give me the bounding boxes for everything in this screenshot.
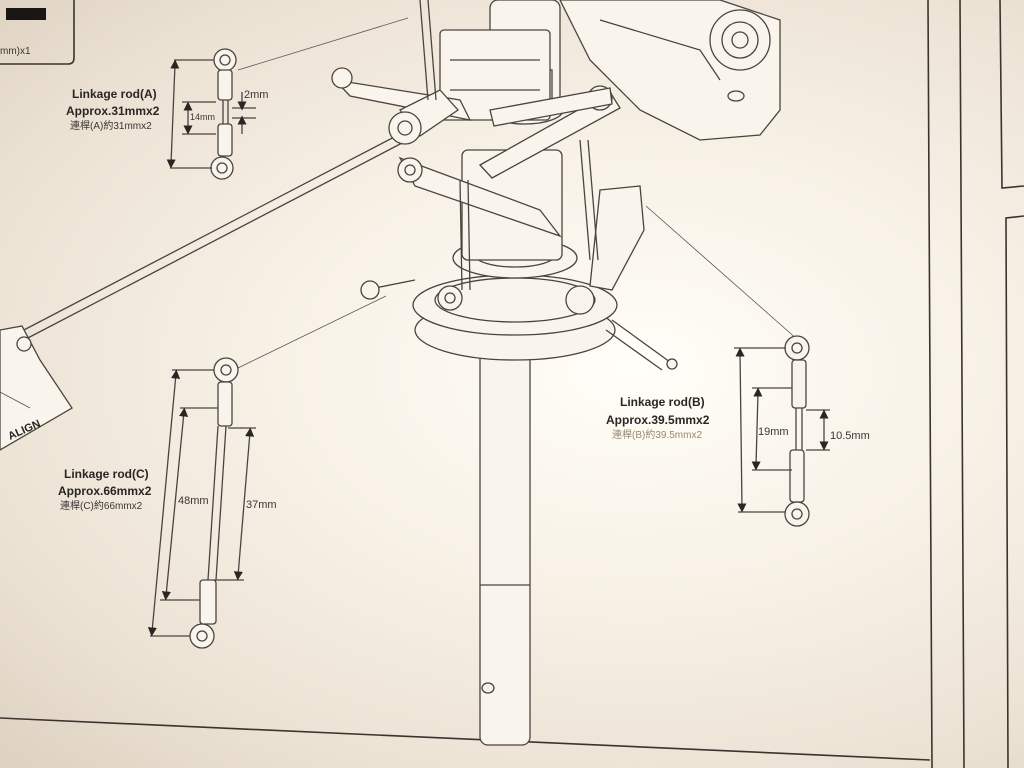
rod-a-title: Linkage rod(A) <box>72 87 157 101</box>
leader-lines <box>237 17 799 369</box>
rod-c-title: Linkage rod(C) <box>64 467 149 481</box>
parts-box: mm)x1 <box>0 0 75 65</box>
rod-b-dimensions: 19mm 10.5mm <box>734 347 870 513</box>
rod-c-length: Approx.66mmx2 <box>58 484 152 498</box>
rod-c-outer-dim: 48mm <box>178 495 209 507</box>
rod-a-part <box>210 48 237 180</box>
rod-b-title: Linkage rod(B) <box>620 395 705 409</box>
rod-c-dimensions: 48mm 37mm <box>147 369 277 637</box>
linkage-rod-a: 14mm 2mm Linkage rod(A) Approx.31mmx2 連桿… <box>66 48 268 180</box>
linkage-rod-c: 48mm 37mm Linkage rod(C) Approx.66mmx2 連… <box>58 357 277 649</box>
rod-a-offset-dim: 2mm <box>244 89 268 101</box>
parts-box-text: mm)x1 <box>0 46 31 57</box>
rod-b-chinese: 連桿(B)約39.5mmx2 <box>612 428 702 441</box>
linkage-rod-b: 19mm 10.5mm Linkage rod(B) Approx.39.5mm… <box>606 335 870 527</box>
rod-a-chinese: 連桿(A)約31mmx2 <box>70 119 152 132</box>
rod-b-offset-dim: 10.5mm <box>830 430 870 442</box>
rod-a-dimensions: 14mm 2mm <box>166 59 268 169</box>
rod-b-length: Approx.39.5mmx2 <box>606 413 710 427</box>
rod-a-length: Approx.31mmx2 <box>66 104 160 118</box>
rotor-head-assembly <box>0 0 781 746</box>
rod-c-chinese: 連桿(C)約66mmx2 <box>60 499 143 512</box>
rod-a-inner-dim: 14mm <box>190 112 215 122</box>
rod-c-inner-dim: 37mm <box>246 499 277 511</box>
rod-b-part <box>784 335 810 527</box>
rod-b-inner-dim: 19mm <box>758 426 789 438</box>
